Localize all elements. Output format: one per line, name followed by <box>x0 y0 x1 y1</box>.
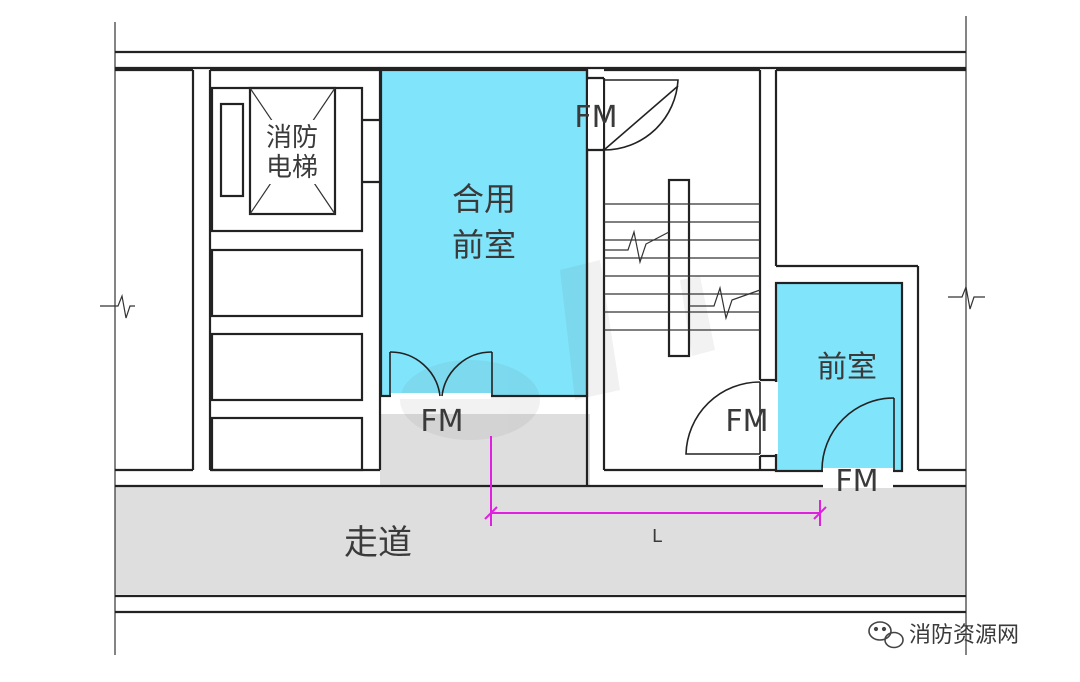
elevator-car <box>248 86 337 216</box>
corridor-extension <box>380 414 590 486</box>
shaft-column <box>208 68 382 472</box>
distance-dimension <box>484 436 827 526</box>
fm-stair-top-label: FM <box>574 100 617 135</box>
stair-room <box>585 68 776 486</box>
elevator-label-line1: 消防 <box>266 123 318 153</box>
left-room <box>115 68 195 472</box>
elevator-counterweight <box>219 102 245 198</box>
fm-lobby-label: FM <box>835 464 878 499</box>
corridor-area <box>115 486 966 594</box>
lobby-label: 前室 <box>817 350 877 385</box>
fm-stair-bottom-label: FM <box>725 404 768 439</box>
shared-lobby-label-line1: 合用 <box>452 180 516 218</box>
watermark: 消防资源网 <box>868 621 1019 649</box>
door-stair-bottom <box>685 381 761 455</box>
door-lobby <box>821 397 895 471</box>
shared-lobby-area <box>381 70 587 396</box>
distance-label: L <box>652 526 662 547</box>
door-shared-lobby <box>389 351 493 397</box>
door-stair-top <box>603 79 679 151</box>
watermark-text: 消防资源网 <box>909 623 1019 648</box>
fm-shared-lobby-label: FM <box>420 404 463 439</box>
building-outline <box>100 16 985 655</box>
elevator-label-line2: 电梯 <box>266 153 318 183</box>
lobby-area <box>776 283 902 471</box>
corridor-label: 走道 <box>344 523 412 563</box>
wechat-icon <box>868 621 904 649</box>
shared-lobby-label-line2: 前室 <box>452 226 516 264</box>
